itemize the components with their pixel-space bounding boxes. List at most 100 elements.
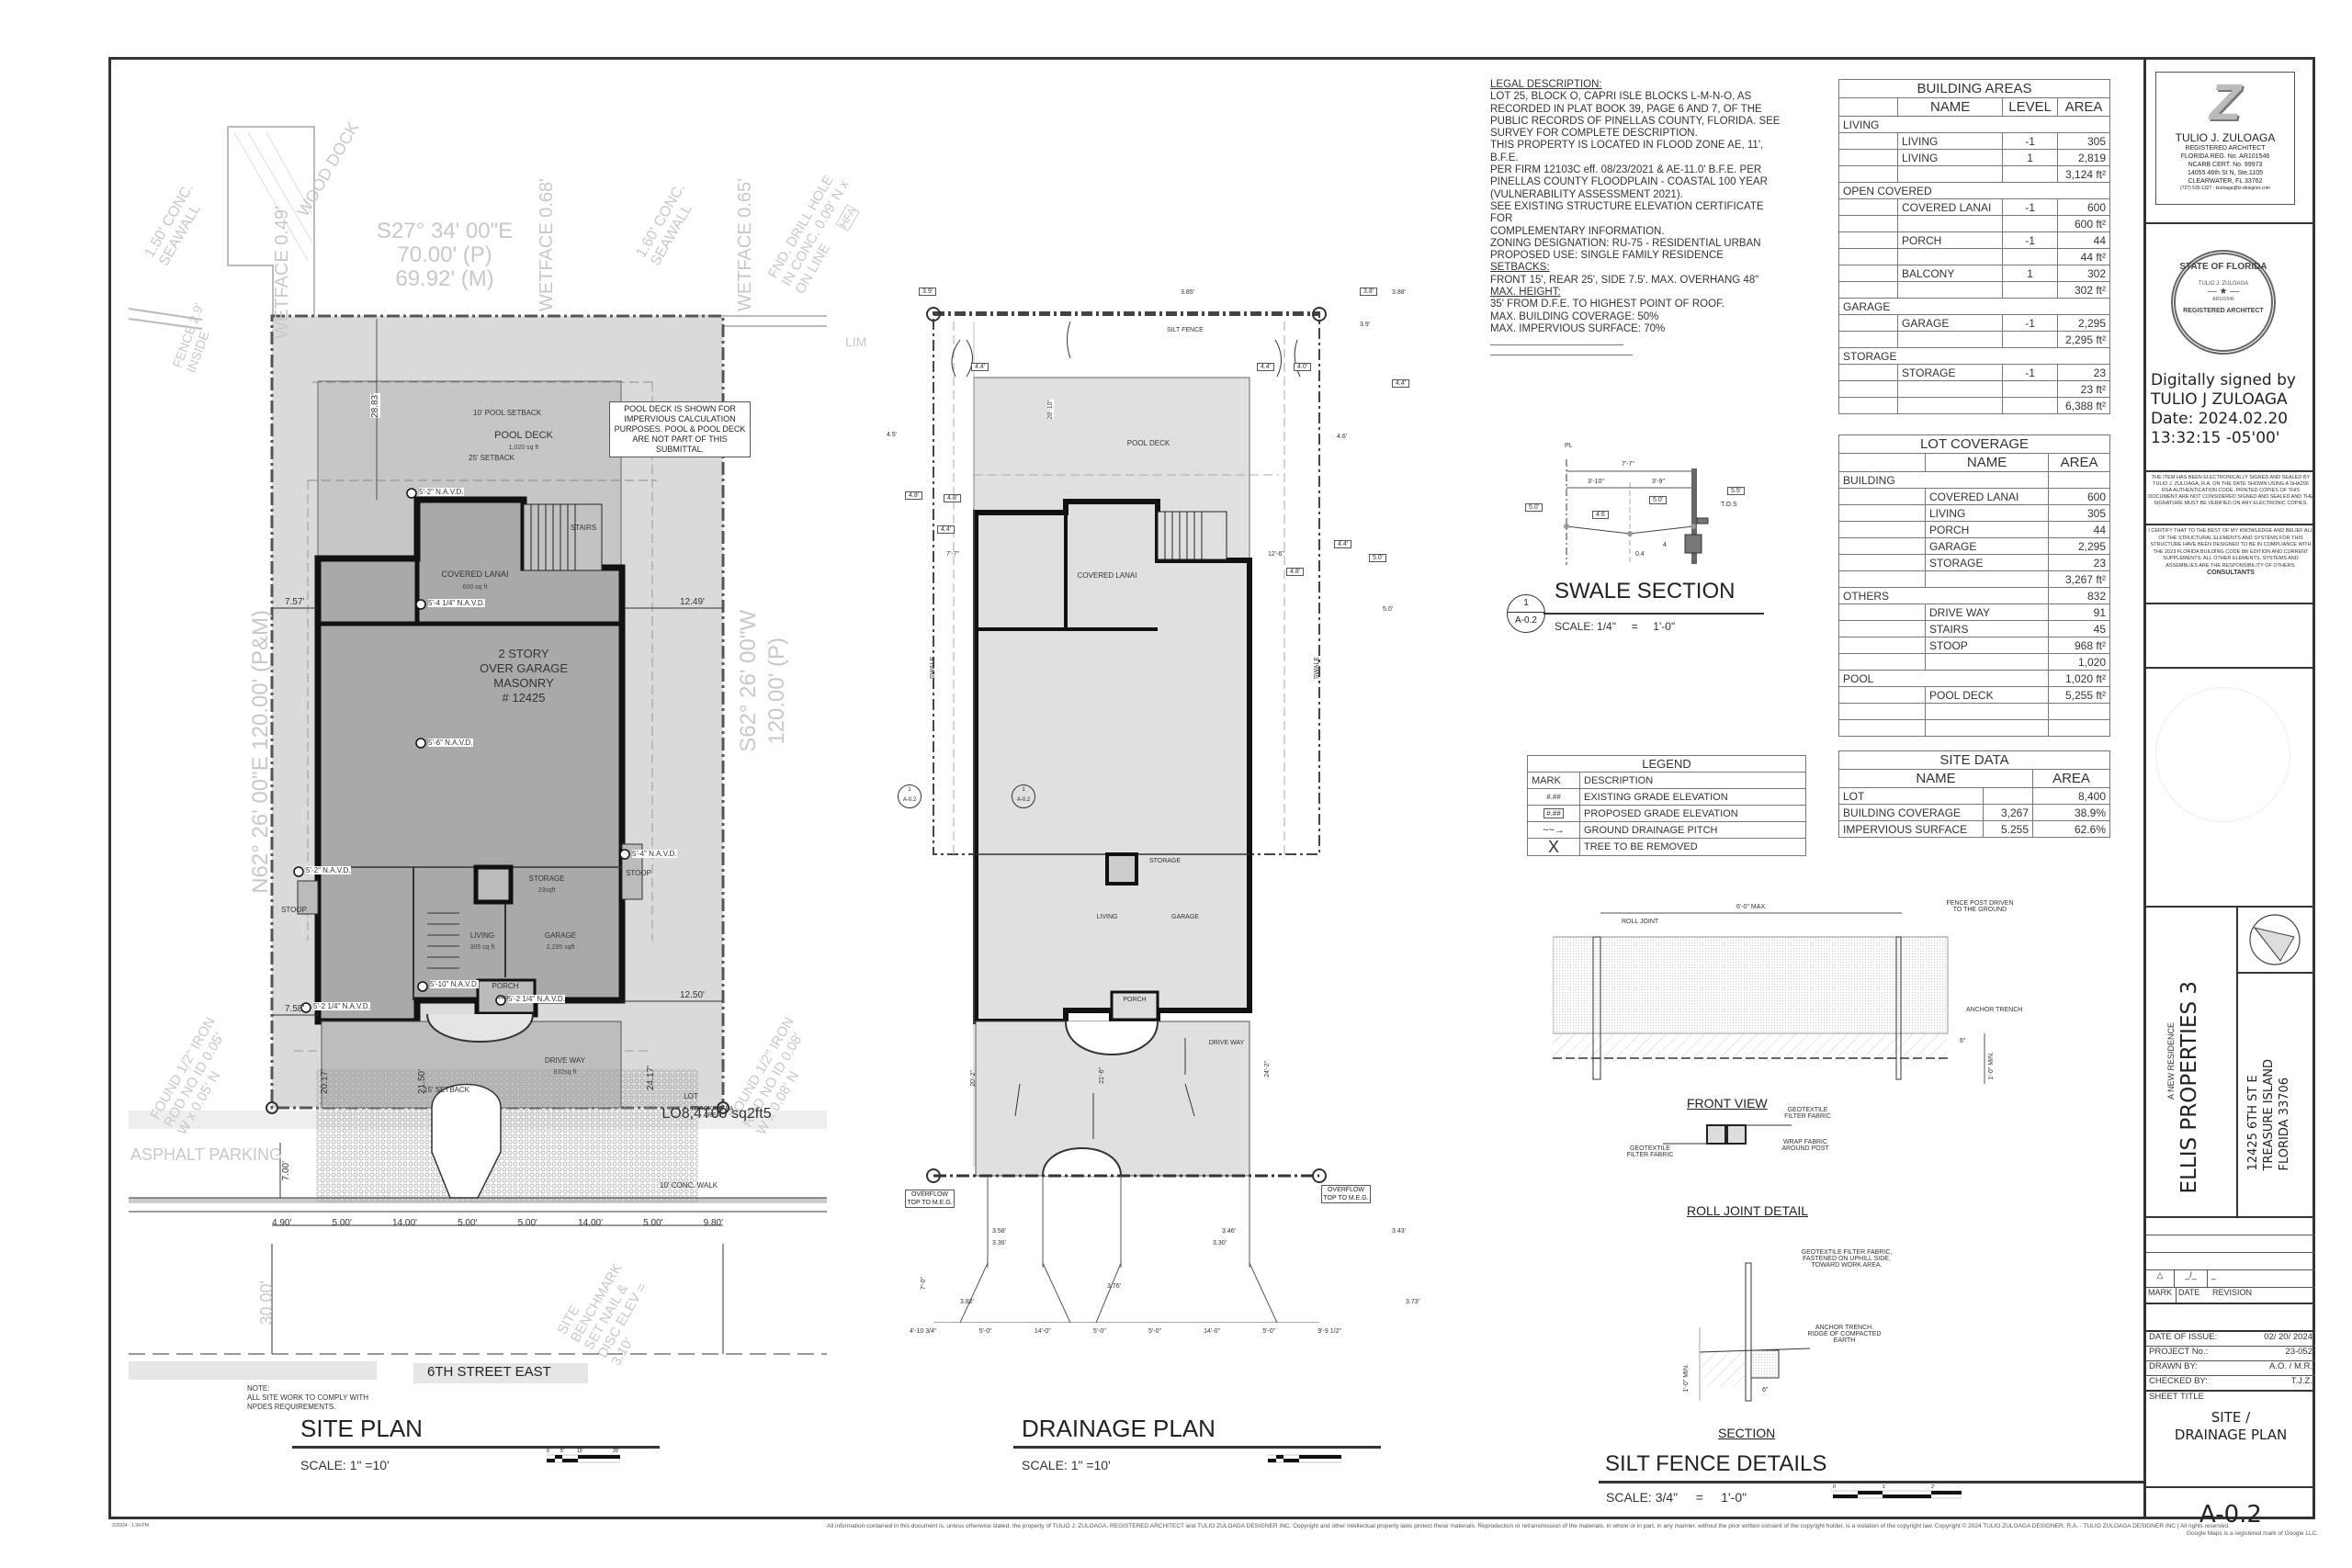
proposed-elev: 3.8' bbox=[1360, 288, 1378, 296]
drainage-plan-scale: SCALE: 1" =10' bbox=[1022, 1458, 1111, 1472]
living-label: LIVING bbox=[469, 931, 495, 940]
legend-mark-existing: #.## bbox=[1527, 788, 1580, 806]
proposed-elev: 4.4' bbox=[971, 363, 989, 371]
existing-elev: 3.58' bbox=[992, 1228, 1006, 1235]
bearing-top: S27° 34' 00"E bbox=[377, 219, 514, 243]
roll-geotextile-top: GEOTEXTILE FILTER FABRIC bbox=[1784, 1107, 1831, 1120]
legend-title: LEGEND bbox=[1527, 755, 1806, 773]
existing-elev: 3.30' bbox=[1213, 1240, 1227, 1247]
street-name: 6TH STREET EAST bbox=[427, 1364, 551, 1380]
overflow-left: OVERFLOW TOP TO M.E.G. bbox=[905, 1190, 955, 1208]
sheet-info: DATE OF ISSUE:02/ 20/ 2024 PROJECT No.:2… bbox=[2146, 1317, 2315, 1529]
silt-fence-title: SILT FENCE DETAILS bbox=[1605, 1451, 1827, 1476]
building-areas-row: 600 ft² bbox=[1838, 215, 2110, 232]
navd-4: 5'-2" N.A.V.D. bbox=[306, 866, 351, 874]
roll-wrap-fabric: WRAP FABRIC AROUND POST bbox=[1781, 1139, 1829, 1152]
dim-road: 30.00' bbox=[257, 1280, 276, 1325]
project-address: 12425 6TH ST E TREASURE ISLAND FLORIDA 3… bbox=[2246, 1059, 2291, 1171]
silt-section-drawing bbox=[1699, 1262, 1811, 1402]
building-areas-row: GARAGE bbox=[1838, 298, 2110, 315]
drainage-plan-title-rule bbox=[1013, 1446, 1381, 1449]
north-arrow-box bbox=[2236, 908, 2315, 974]
street-band-2 bbox=[413, 1363, 588, 1383]
project-number: 23-052 bbox=[2285, 1347, 2312, 1357]
dim-top: 28.83' bbox=[370, 393, 380, 418]
survey-wetface-3: WETFACE 0.65' bbox=[735, 178, 755, 311]
swale-section: PL 7'-7" 3'-10" 3'-9" 5.0' 4.6 5.0' 5.5'… bbox=[1507, 432, 1810, 661]
seal-star-icon: — ★ — bbox=[2207, 287, 2240, 297]
swale-dim-total: 7'-7" bbox=[1622, 461, 1634, 468]
bottom-dims: 4.90' 5.00' 14.00' 5.00' 5.00' 14.00' 5.… bbox=[272, 1218, 723, 1228]
navd-5: 5'-4" N.A.V.D. bbox=[632, 850, 677, 858]
driveway-area: 832sq ft bbox=[553, 1069, 577, 1076]
drainage-living: LIVING bbox=[1096, 914, 1118, 920]
drawn-by: A.O. / M.R. bbox=[2269, 1361, 2312, 1371]
roll-joint-drawing bbox=[1663, 1124, 1792, 1145]
legend-mark-pitch: ~~→ bbox=[1527, 821, 1580, 839]
dim-24: 24.17' bbox=[646, 1066, 656, 1090]
existing-elev: 3.46' bbox=[1222, 1228, 1236, 1235]
swale-slope-rise: 0.4 bbox=[1635, 551, 1645, 558]
drainage-dim-24: 24'-2" bbox=[1264, 1061, 1271, 1077]
existing-elev: 3.73' bbox=[1406, 1299, 1419, 1305]
covered-lanai-area: 600 sq ft bbox=[462, 584, 488, 591]
navd-1: 5'-2" N.A.V.D. bbox=[419, 488, 464, 496]
survey-lim: LIM bbox=[845, 334, 867, 349]
site-plan: WETFACE 0.49' WETFACE 0.68' WETFACE 0.65… bbox=[110, 59, 867, 1418]
site-note: NOTE: ALL SITE WORK TO COMPLY WITH NPDES… bbox=[247, 1384, 369, 1411]
building-areas-row: 302 ft² bbox=[1838, 281, 2110, 299]
silt-depth-12: 1'-0" MIN. bbox=[1988, 1052, 1995, 1080]
swale-dim-left: 3'-10" bbox=[1588, 479, 1604, 485]
survey-bearing-right: S62° 26' 00"W bbox=[736, 610, 761, 752]
proposed-elev: 5.0' bbox=[1369, 554, 1387, 562]
silt-fence-front-drawing bbox=[1553, 912, 1985, 1084]
site-plan-title: SITE PLAN bbox=[300, 1415, 423, 1442]
living-area: 305 sq ft bbox=[469, 944, 495, 951]
proposed-elev: 4.4' bbox=[1257, 363, 1275, 371]
architect-section: Z TULIO J. ZULOAGA REGISTERED ARCHITECT … bbox=[2146, 57, 2315, 224]
building-areas-row: 3,124 ft² bbox=[1838, 165, 2110, 183]
proposed-elev: 4.4' bbox=[1334, 540, 1352, 548]
navd-3: 5'-6" N.A.V.D. bbox=[428, 739, 473, 747]
dim-right-2: 12.50' bbox=[680, 990, 705, 1000]
silt-fence-post: FENCE POST DRIVEN TO THE GROUND bbox=[1946, 900, 2014, 913]
dim-right-1: 12.49' bbox=[680, 597, 705, 607]
copyright-notice: All information contained in this docume… bbox=[827, 1523, 2230, 1529]
project-subtitle: A NEW RESIDENCE bbox=[2166, 1022, 2176, 1100]
navd-7: 5'-2 1/4" N.A.V.D. bbox=[313, 1002, 370, 1010]
storage-area: 23sqft bbox=[537, 887, 556, 894]
google-notice: Google Maps is a registered mark of Goog… bbox=[2187, 1530, 2319, 1537]
building-areas-row: 23 ft² bbox=[1838, 380, 2110, 398]
swale-section-scale: SCALE: 1/4" = 1'-0" bbox=[1555, 620, 1676, 633]
revisions-table: △ _/_ _ MARK DATE REVISION bbox=[2146, 1218, 2315, 1304]
building-areas-title: BUILDING AREAS bbox=[1838, 79, 2110, 98]
distance-top-plat: 70.00' (P) bbox=[397, 243, 492, 267]
navd-6: 5'-10" N.A.V.D. bbox=[430, 980, 479, 988]
covered-lanai-label: COVERED LANAI bbox=[441, 570, 509, 579]
drainage-garage: GARAGE bbox=[1171, 914, 1199, 920]
pool-deck-note: POOL DECK IS SHOWN FOR IMPERVIOUS CALCUL… bbox=[609, 401, 751, 457]
electronic-cert: THE ITEM HAS BEEN ELECTRONICALLY SIGNED … bbox=[2146, 472, 2315, 525]
silt-roll-joint: ROLL JOINT bbox=[1622, 919, 1659, 925]
lot-coverage-row bbox=[1838, 703, 2110, 720]
existing-elev: 4.5' bbox=[887, 432, 898, 438]
svg-text:0: 0 bbox=[1833, 1484, 1836, 1490]
building-areas-row: LIVING bbox=[1838, 116, 2110, 133]
site-plan-title-rule bbox=[292, 1446, 660, 1449]
site-plan-scale-bar: 0 5' 10' 20' bbox=[547, 1449, 620, 1463]
lot-label: LOT bbox=[684, 1092, 698, 1100]
existing-elev: 3.76' bbox=[1107, 1283, 1121, 1290]
existing-elev: 3.88' bbox=[1392, 289, 1406, 296]
